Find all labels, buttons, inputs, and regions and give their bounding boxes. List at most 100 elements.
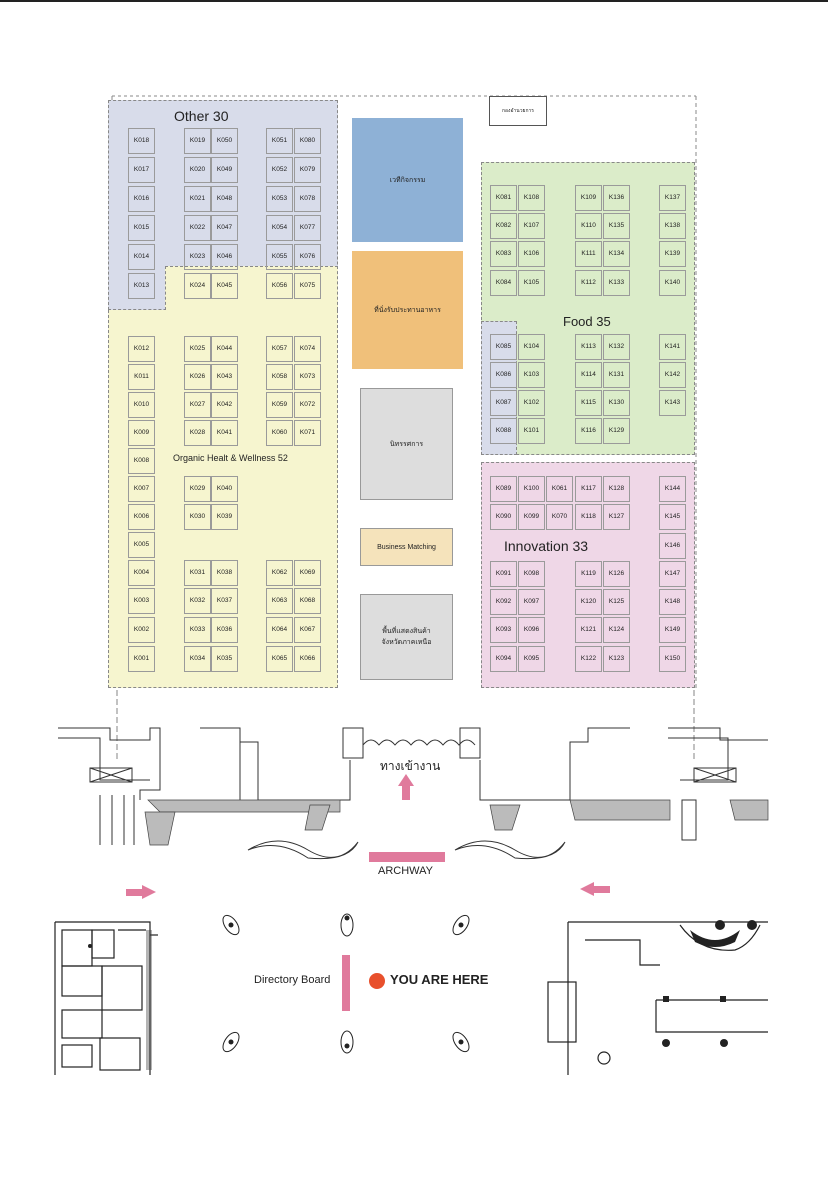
booth-k114: K114 <box>575 362 602 388</box>
booth-k140: K140 <box>659 270 686 296</box>
booth-k077: K077 <box>294 215 321 241</box>
booth-k079: K079 <box>294 157 321 183</box>
stage-label: เวทีกิจกรรม <box>389 176 426 184</box>
page-top-border <box>0 0 828 2</box>
booth-k137: K137 <box>659 185 686 211</box>
booth-k139: K139 <box>659 241 686 267</box>
you-are-here-label: YOU ARE HERE <box>390 972 489 987</box>
booth-k056: K056 <box>266 273 293 299</box>
booth-k070: K070 <box>546 504 573 530</box>
booth-k075: K075 <box>294 273 321 299</box>
booth-k022: K022 <box>184 215 211 241</box>
booth-k071: K071 <box>294 420 321 446</box>
northern-products-area: พื้นที่แสดงสินค้า จังหวัดภาคเหนือ <box>360 594 453 680</box>
booth-k028: K028 <box>184 420 211 446</box>
booth-k021: K021 <box>184 186 211 212</box>
booth-k112: K112 <box>575 270 602 296</box>
booth-k120: K120 <box>575 589 602 615</box>
booth-k041: K041 <box>211 420 238 446</box>
booth-k030: K030 <box>184 504 211 530</box>
booth-k091: K091 <box>490 561 517 587</box>
booth-k088: K088 <box>490 418 517 444</box>
booth-k033: K033 <box>184 617 211 643</box>
booth-k053: K053 <box>266 186 293 212</box>
booth-k093: K093 <box>490 617 517 643</box>
booth-k135: K135 <box>603 213 630 239</box>
booth-k035: K035 <box>211 646 238 672</box>
booth-k006: K006 <box>128 504 155 530</box>
booth-k121: K121 <box>575 617 602 643</box>
zone-label-food: Food 35 <box>563 314 611 329</box>
booth-k144: K144 <box>659 476 686 502</box>
booth-k003: K003 <box>128 588 155 614</box>
booth-k005: K005 <box>128 532 155 558</box>
booth-k027: K027 <box>184 392 211 418</box>
booth-k150: K150 <box>659 646 686 672</box>
booth-k073: K073 <box>294 364 321 390</box>
office-label: กองอำนวยการ <box>502 108 534 114</box>
zone-organic <box>108 310 338 688</box>
booth-k104: K104 <box>518 334 545 360</box>
booth-k015: K015 <box>128 215 155 241</box>
booth-k098: K098 <box>518 561 545 587</box>
booth-k023: K023 <box>184 244 211 270</box>
booth-k016: K016 <box>128 186 155 212</box>
booth-k086: K086 <box>490 362 517 388</box>
booth-k036: K036 <box>211 617 238 643</box>
booth-k012: K012 <box>128 336 155 362</box>
booth-k042: K042 <box>211 392 238 418</box>
booth-k078: K078 <box>294 186 321 212</box>
booth-k059: K059 <box>266 392 293 418</box>
booth-k090: K090 <box>490 504 517 530</box>
business-matching-label: Business Matching <box>377 543 436 551</box>
booth-k116: K116 <box>575 418 602 444</box>
booth-k068: K068 <box>294 588 321 614</box>
zone-label-organic: Organic Healt & Wellness 52 <box>173 453 288 463</box>
booth-k082: K082 <box>490 213 517 239</box>
booth-k099: K099 <box>518 504 545 530</box>
booth-k106: K106 <box>518 241 545 267</box>
booth-k038: K038 <box>211 560 238 586</box>
booth-k024: K024 <box>184 273 211 299</box>
booth-k011: K011 <box>128 364 155 390</box>
booth-k026: K026 <box>184 364 211 390</box>
booth-k029: K029 <box>184 476 211 502</box>
booth-k007: K007 <box>128 476 155 502</box>
northern-products-label-1: พื้นที่แสดงสินค้า <box>382 628 431 635</box>
booth-k072: K072 <box>294 392 321 418</box>
booth-k111: K111 <box>575 241 602 267</box>
booth-k122: K122 <box>575 646 602 672</box>
zone-food-blue-pocket <box>481 321 517 455</box>
booth-k083: K083 <box>490 241 517 267</box>
booth-k136: K136 <box>603 185 630 211</box>
dining-area: ที่นั่งรับประทานอาหาร <box>352 251 463 369</box>
booth-k146: K146 <box>659 533 686 559</box>
booth-k004: K004 <box>128 560 155 586</box>
exhibition-area: นิทรรศการ <box>360 388 453 500</box>
booth-k124: K124 <box>603 617 630 643</box>
booth-k058: K058 <box>266 364 293 390</box>
booth-k123: K123 <box>603 646 630 672</box>
business-matching-area: Business Matching <box>360 528 453 566</box>
archway-label: ARCHWAY <box>378 865 433 877</box>
booth-k118: K118 <box>575 504 602 530</box>
booth-k010: K010 <box>128 392 155 418</box>
office-box: กองอำนวยการ <box>489 96 547 126</box>
booth-k061: K061 <box>546 476 573 502</box>
booth-k020: K020 <box>184 157 211 183</box>
booth-k125: K125 <box>603 589 630 615</box>
booth-k101: K101 <box>518 418 545 444</box>
booth-k109: K109 <box>575 185 602 211</box>
exhibition-label: นิทรรศการ <box>389 440 424 448</box>
booth-k113: K113 <box>575 334 602 360</box>
booth-k048: K048 <box>211 186 238 212</box>
booth-k105: K105 <box>518 270 545 296</box>
booth-k044: K044 <box>211 336 238 362</box>
booth-k108: K108 <box>518 185 545 211</box>
booth-k089: K089 <box>490 476 517 502</box>
booth-k067: K067 <box>294 617 321 643</box>
booth-k014: K014 <box>128 244 155 270</box>
booth-k002: K002 <box>128 617 155 643</box>
zone-label-other: Other 30 <box>174 108 229 124</box>
booth-k047: K047 <box>211 215 238 241</box>
